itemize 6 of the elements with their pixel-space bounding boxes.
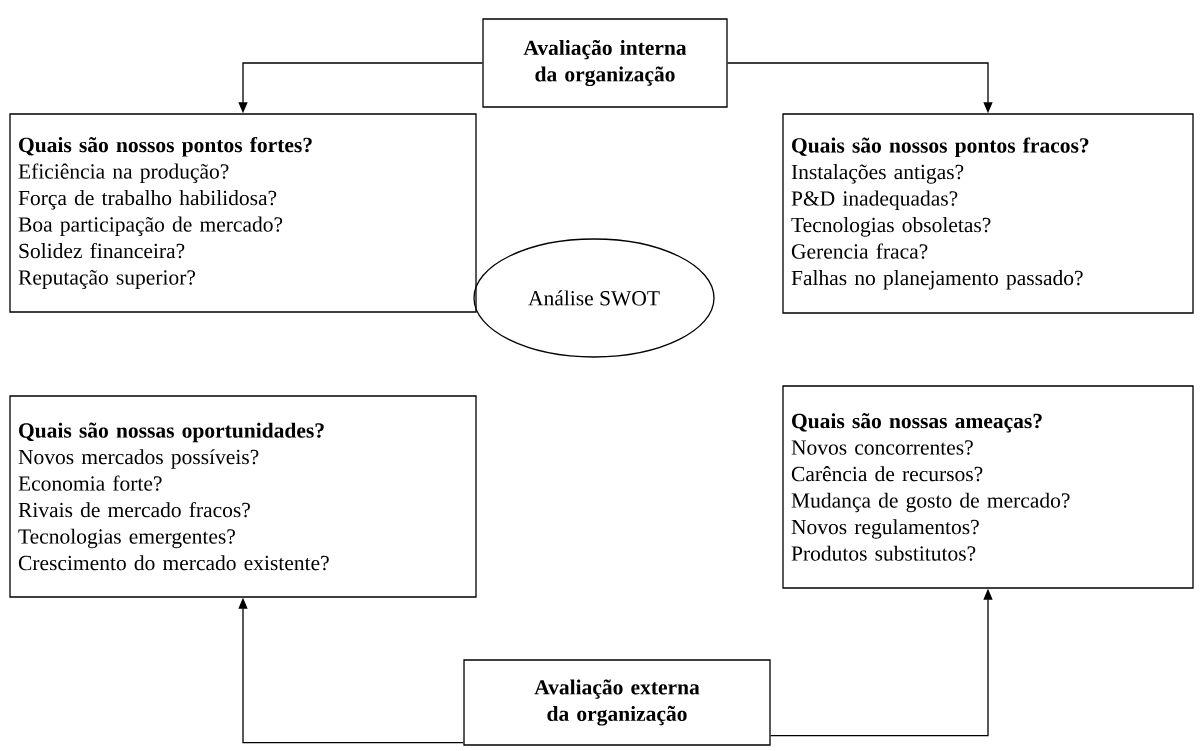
question-box: Quais são nossas oportunidades? Novos mercados possíveis? Economia forte? Rivais de mercado fracos? Tecnologias emergentes? Crescimento do mercado existente? xyxy=(9,395,477,598)
question-box: Quais são nossos pontos fracos? Instalações antigas? P&D inadequadas? Tecnologias obsoletas? Gerencia fraca? Falhas no planejamento passado? xyxy=(782,113,1194,314)
process-box: Avaliação externa da organização xyxy=(463,659,771,746)
question-box: Quais são nossas ameaças? Novos concorrentes? Carência de recursos? Mudança de gosto de mercado? Novos regulamentos? Produtos substitutos? xyxy=(782,385,1194,589)
process-box: Avaliação interna da organização xyxy=(482,18,728,108)
question-box: Quais são nossos pontos fortes? Eficiência na produção? Força de trabalho habilidosa? Boa participação de mercado? Solidez financeira? Reputação superior? xyxy=(9,113,477,313)
